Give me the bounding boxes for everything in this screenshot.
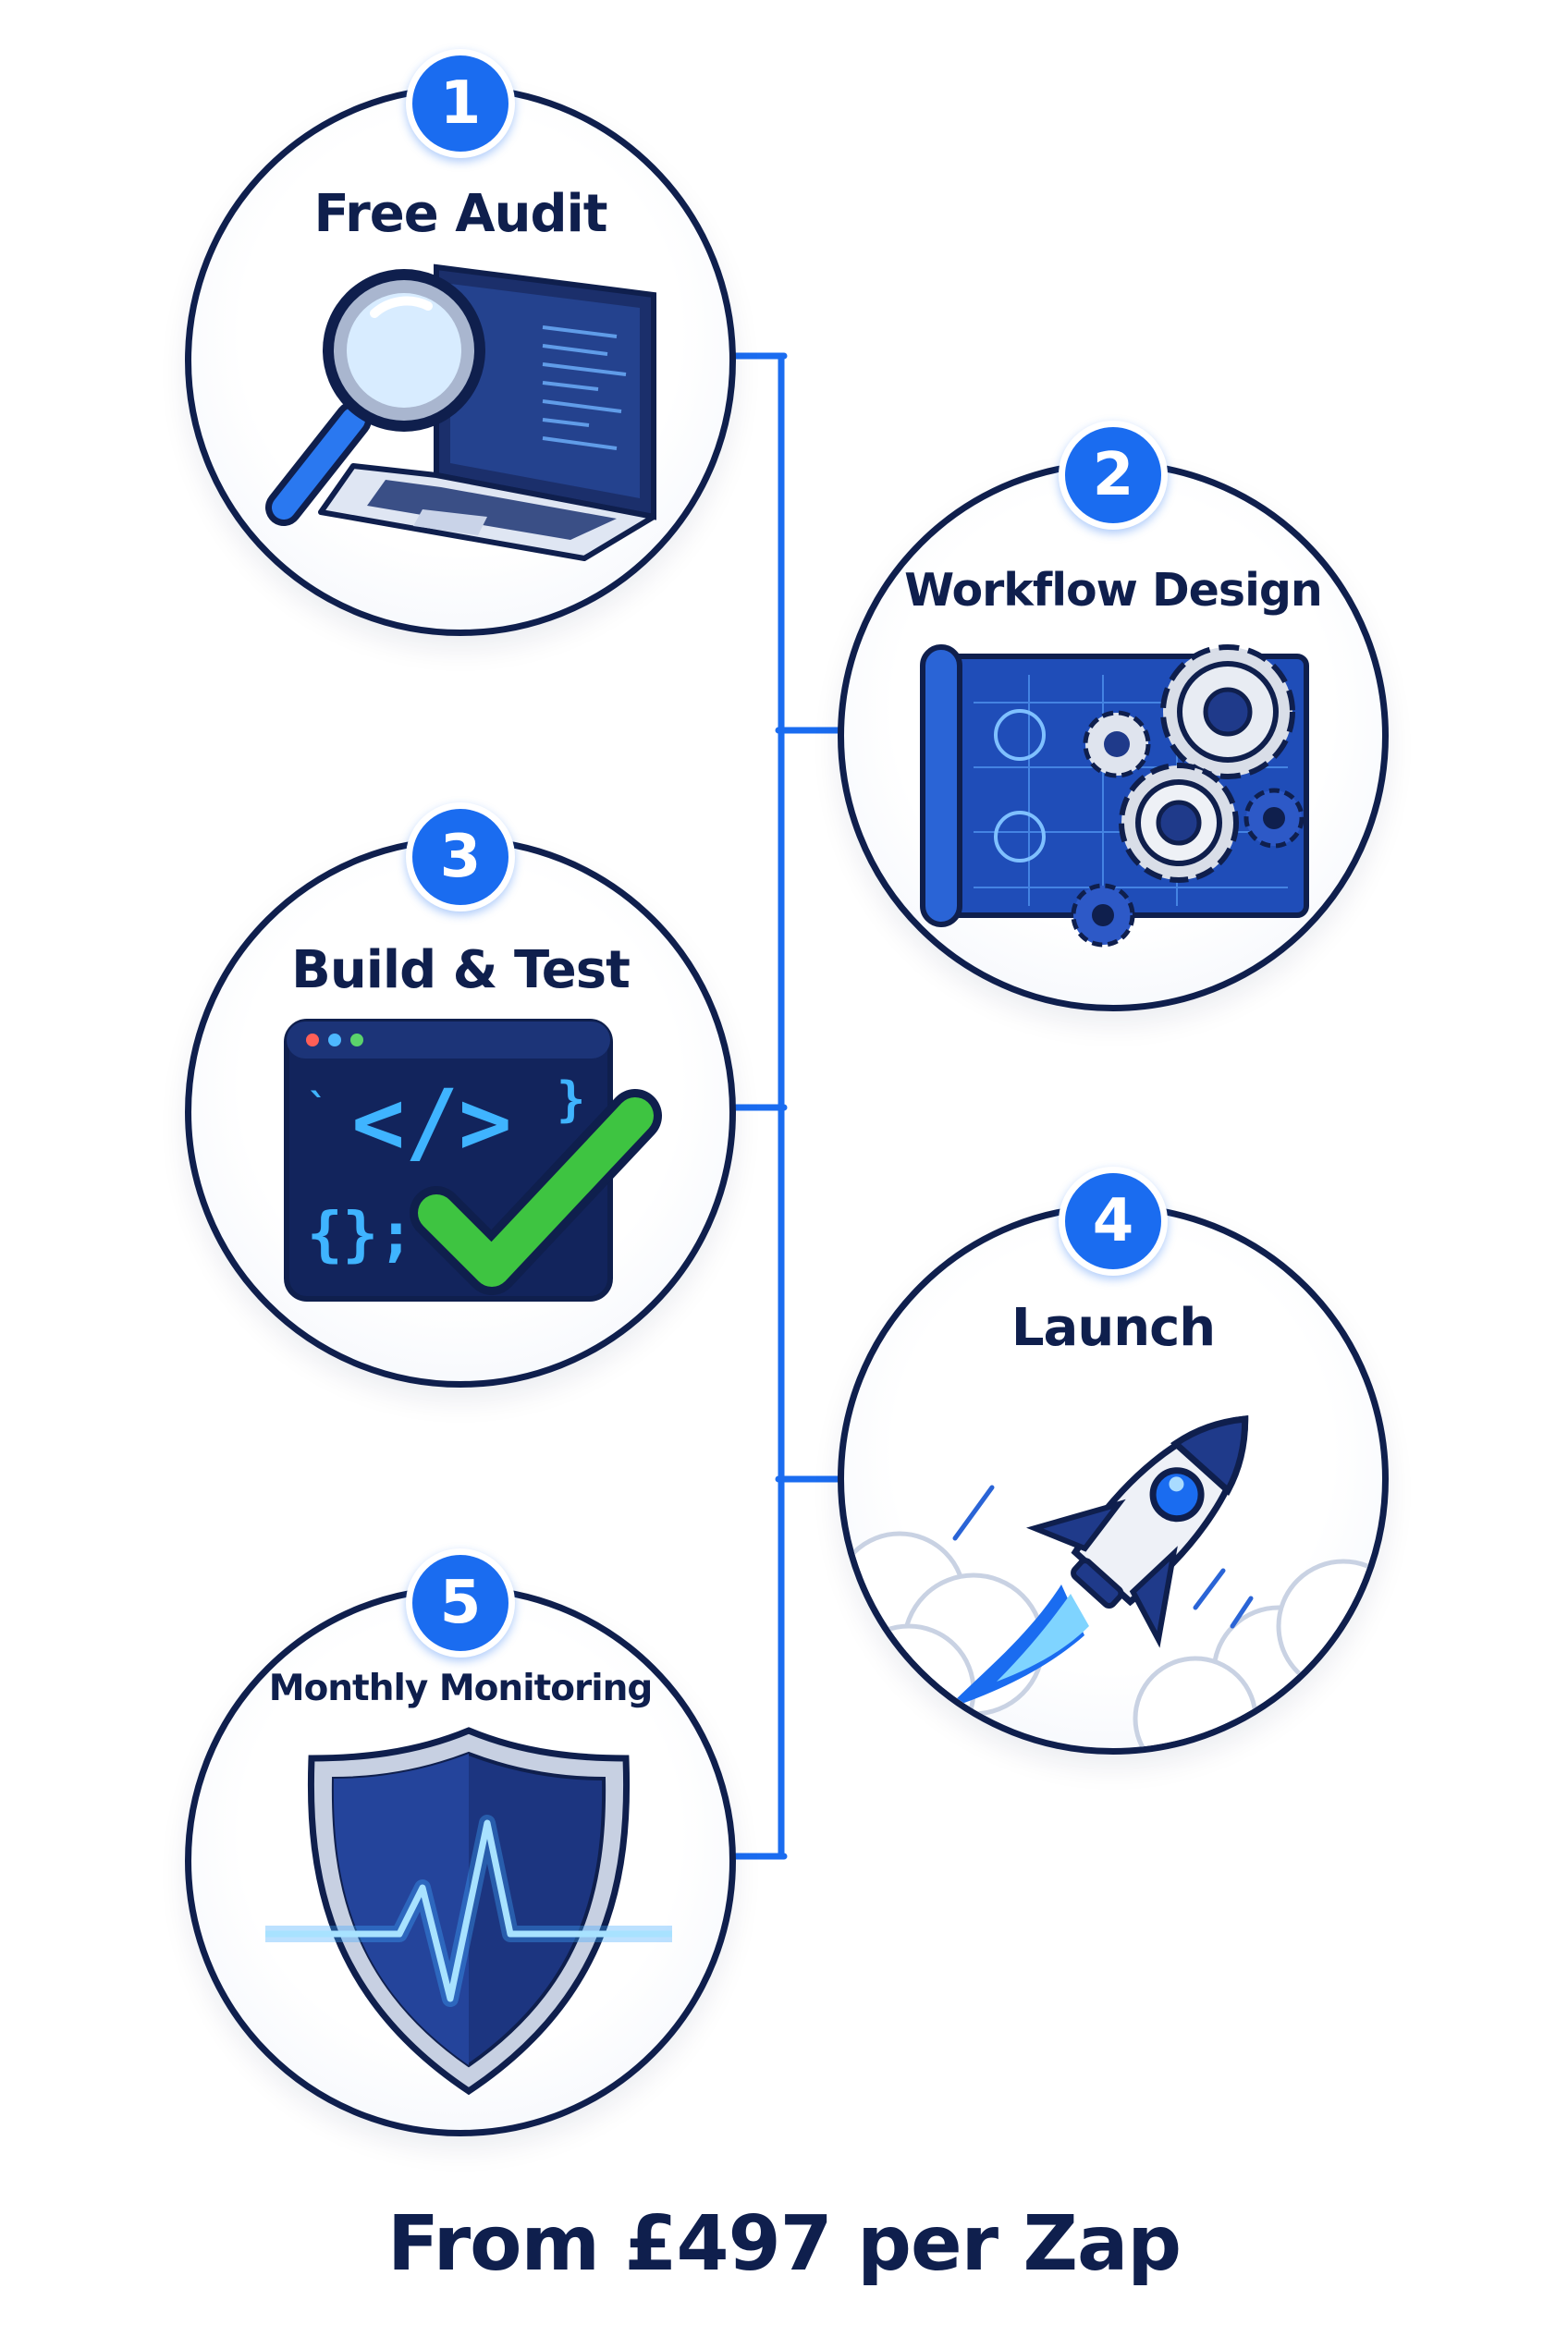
svg-text:}: } (557, 1072, 585, 1128)
svg-text:</>: </> (351, 1071, 511, 1174)
step-1-title: Free Audit (313, 184, 607, 244)
step-3-title: Build & Test (291, 940, 631, 1000)
step-2-circle: Workflow Design (838, 460, 1389, 1011)
pricing-headline: From £497 per Zap (386, 2200, 1182, 2288)
blueprint-gears-icon (920, 644, 1309, 948)
step-4-badge: 4 (1059, 1167, 1168, 1276)
shield-heartbeat-icon (265, 1727, 672, 2096)
step-5-circle: Monthly Monitoring (185, 1585, 736, 2136)
magnifier-laptop-icon (265, 263, 656, 561)
svg-text:`: ` (307, 1087, 329, 1130)
gear-icon (1160, 644, 1295, 779)
step-5-title: Monthly Monitoring (268, 1668, 654, 1709)
code-window-checkmark-icon: </> ` } {}; (284, 1019, 662, 1302)
step-1-badge: 1 (406, 49, 515, 158)
step-3-circle: Build & Test </> ` } {}; (185, 837, 736, 1388)
step-2-badge: 2 (1059, 421, 1168, 530)
step-4-title: Launch (1011, 1298, 1216, 1358)
step-4-circle: Launch (838, 1204, 1389, 1755)
step-2-title: Workflow Design (904, 564, 1323, 617)
step-5-badge: 5 (406, 1548, 515, 1658)
step-1-circle: Free Audit (185, 85, 736, 636)
svg-text:{};: {}; (307, 1201, 414, 1269)
rocket-icon (844, 1415, 1382, 1748)
step-3-badge: 3 (406, 802, 515, 912)
